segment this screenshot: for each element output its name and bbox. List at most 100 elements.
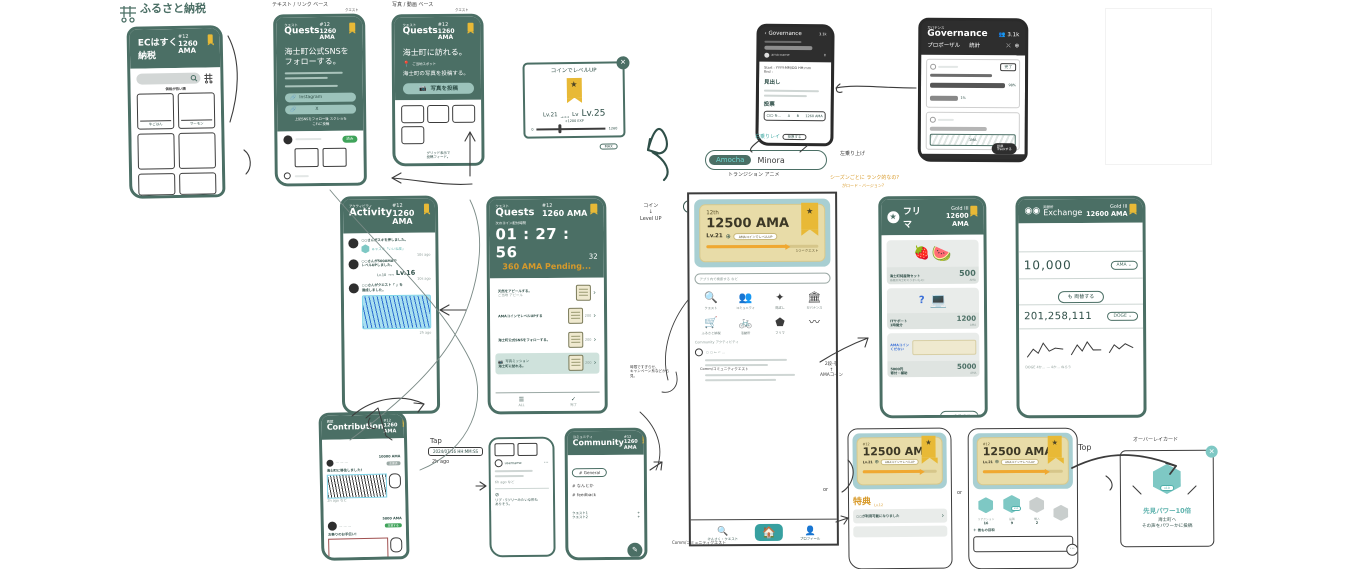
photo-thumb[interactable] [401, 125, 425, 144]
modal-slider[interactable] [536, 124, 606, 134]
screenshot-thumb[interactable] [322, 147, 347, 167]
home-shortcut-flea[interactable]: ⬟ フリマ [764, 316, 797, 335]
home-shortcut-activity[interactable]: 🚲 活動所 [729, 316, 762, 335]
screen-governance-detail[interactable]: ‹ Governance 3.1k ama-name ⬆ Start : YYY… [755, 23, 835, 147]
like-icon[interactable] [388, 473, 402, 489]
photo-thumb[interactable] [426, 104, 450, 123]
plus-circle-icon[interactable]: ⊕ [725, 233, 731, 241]
screen-ec[interactable]: ECはすく納税 #12 1260 AMA 価格が低い順 牛ごはん サーモ [126, 25, 226, 199]
contribution-post[interactable]: 10000 AMA 支援済 — — — 海士町に移住しました! 2h ago な… [326, 454, 402, 503]
exchange-from-token[interactable]: AMA ⌄ [1110, 260, 1138, 270]
quest-photo-cta[interactable]: 📷 写真を投稿 [402, 82, 475, 94]
activity-item[interactable]: ○○さんがスキを押しました。 ゅゃスキ「いいね度」 10s ago [348, 238, 430, 258]
screen-exchange[interactable]: ◉◉ 両替所 Exchange Gold III 12600 AMA 10,00… [1015, 195, 1147, 419]
exchange-swap-button[interactable]: も 両替する [1057, 290, 1105, 304]
screen-flea-market[interactable]: ★ フリマ Gold III 12600 AMA 🍓 🍉 海士町特産物セット 島 [878, 195, 988, 419]
home-search-input[interactable]: アプリ内で検索する など [694, 272, 831, 285]
gov-proposal-card[interactable]: 完了 98% 1% [925, 58, 1021, 109]
home-level-card[interactable]: ★ 12th 12500 AMA Lv.21 ⊕ AMAコインでレベルUP 1つ… [699, 202, 826, 263]
contribution-tag[interactable]: 支援する [384, 523, 402, 528]
screenshot-thumb[interactable] [294, 147, 319, 167]
nav-home[interactable]: 🏠 [755, 523, 783, 542]
screen-quest-sns[interactable]: クエスト Quests #12 1260 AMA 海士町公式SNSを フォローす… [273, 13, 367, 187]
ec-product-tile[interactable] [178, 132, 216, 170]
radio-icon[interactable] [283, 172, 291, 180]
badge-stat[interactable] [1053, 505, 1068, 525]
screen-governance-list[interactable]: ガバナンス Governance 👥 3.1k プロポーザル 統計 ⤬ ⊕ [917, 17, 1029, 163]
ec-product-tile[interactable] [179, 172, 217, 196]
home-shortcut-wave[interactable]: 〰 [798, 316, 831, 335]
quest-row[interactable]: 📷 写真ミッション 海士町に訪れる。 200 › [495, 352, 600, 375]
gov-submit-button[interactable]: 投票する [782, 133, 807, 140]
card-b-level-pill[interactable]: AMAコインでレベルUP [1001, 459, 1039, 466]
quest-sns-button-instagram[interactable]: 🔗 Instagram [284, 93, 357, 103]
more-icon[interactable]: ⋯ [543, 459, 549, 466]
modal-levelup[interactable]: ✕ コインでレベルUP ★ Lv.21 →→→ Lv Lv.25 +1200 E… [522, 56, 630, 150]
nav-profile[interactable]: 👤 プロフィール [800, 527, 820, 541]
home-shortcut-community[interactable]: 👥 コミュニティ [729, 291, 762, 310]
community-fab[interactable]: ✎ [627, 542, 643, 558]
contribution-post[interactable]: 5000 AMA 支援する — — — お祭りのお手伝い! 2h ago など [327, 504, 403, 561]
shuffle-icon[interactable]: ⤬ [1006, 43, 1011, 50]
card-a-level-pill[interactable]: AMAコインでレベルUP [880, 459, 919, 466]
plus-circle-icon[interactable]: ⊕ [1014, 43, 1020, 50]
screen-contribution[interactable]: 貢献 Contribution #12 1260 AMA 10000 AMA 支… [318, 411, 410, 561]
screen-quests-timer[interactable]: クエスト Quests #12 1260 AMA 次のコイン配付時間 01 : … [486, 195, 608, 415]
exchange-to-token[interactable]: DOGE ⌄ [1107, 311, 1139, 321]
quest-row[interactable]: 天然をアピールする。 ご当地 アピール › [494, 282, 599, 304]
modal-max-button[interactable]: MAX [599, 143, 618, 150]
quest-row[interactable]: 海士町公式SNSをフォローする。 200 › [495, 329, 600, 351]
upload-icon[interactable]: ⬆ [823, 53, 827, 58]
quest-row[interactable]: AMAコインでレベルUPする 200 › [495, 305, 600, 328]
screen-thread[interactable]: username ⋯ 6h ago など ⊘ リプ・5ツリーみたいな形も ありそ… [488, 436, 556, 558]
card-a-row[interactable]: ○○が利用可能になりました › [853, 508, 948, 524]
card-variant-a[interactable]: ★ #12 12500 AMA Lv.21 ⊕ AMAコインでレベルUP 特典 … [847, 427, 953, 569]
back-chevron-icon[interactable]: ‹ [764, 31, 767, 38]
community-channel-general[interactable]: # General [571, 467, 608, 478]
badge-stat[interactable]: x10 投稿 9 [1003, 495, 1022, 525]
screen-community[interactable]: コミュニティ Community #12 1260 AMA # General … [564, 427, 648, 561]
card-a-row[interactable] [853, 525, 948, 538]
more-icon[interactable]: ⋯ [1066, 543, 1079, 556]
flea-item[interactable]: AMAコイン くだない 5000円 寄付・補助 5000 AMA [887, 332, 980, 378]
gov-tab-proposal[interactable]: プロポーザル [927, 42, 961, 50]
badge-stat[interactable]: 購入 2 [1029, 497, 1044, 525]
flea-item[interactable]: 🍓 🍉 海士町特産物セット 島根県海士町のうまいもの! 500 AMA [886, 239, 979, 285]
home-level-card-wrap[interactable]: ★ 12th 12500 AMA Lv.21 ⊕ AMAコインでレベルUP 1つ… [694, 198, 831, 268]
ec-product-tile[interactable] [137, 133, 175, 170]
home-shortcut-furusato[interactable]: 🛒 ふるさと納税 [695, 316, 728, 335]
ec-product-tile[interactable]: サーモン [177, 92, 216, 130]
overlay-card[interactable]: ✕ x10 先見パワー10倍 海士町へ その声をパワーかに投稿 [1119, 445, 1218, 548]
flea-item[interactable]: ? 💻 ITサポート 1時間分 1200 AMA [886, 287, 980, 330]
contribution-image[interactable] [326, 473, 388, 499]
exchange-from-row[interactable]: 10,000 AMA ⌄ [1018, 251, 1143, 280]
activity-item[interactable]: ○○さんがクエスト「 」を 達成しました。 2h ago [348, 283, 432, 335]
photo-thumb[interactable] [452, 104, 476, 123]
card-b-panel[interactable]: ⋯ [973, 535, 1079, 556]
plus-circle-icon[interactable]: ⊕ [874, 459, 880, 466]
ec-cart-icon[interactable] [203, 72, 214, 84]
quest-sns-button-x[interactable]: 🔗 X [285, 105, 357, 115]
photo-thumb[interactable] [401, 104, 424, 123]
activity-item-image[interactable] [361, 294, 432, 329]
home-shortcut-quest[interactable]: 🔍 クエスト [695, 291, 728, 310]
screen-quest-photo[interactable]: クエスト Quests #12 1260 AMA 海士町に訪れる。 📍 ご当地ス… [391, 13, 485, 167]
contribution-image[interactable] [328, 537, 389, 561]
home-level-pill[interactable]: AMAコインでレベルUP [733, 233, 778, 241]
card-variant-b[interactable]: ★ #12 12500 AMA Lv.21 ⊕ AMAコインでレベルUP リアク… [967, 427, 1079, 569]
ec-search-input[interactable] [136, 72, 201, 85]
community-channel[interactable]: # なんとか [571, 483, 594, 489]
quests-tab-all[interactable]: ☰ ALL [518, 396, 524, 407]
community-channel[interactable]: # feedback [571, 492, 597, 498]
like-icon[interactable] [390, 537, 403, 553]
ec-product-tile[interactable] [138, 173, 176, 196]
screen-activity[interactable]: アクティビティ Activity #12 1260 AMA ○○さんがスキを押し… [339, 195, 441, 415]
gov-vote-options[interactable]: 〇〇 を… A B 1260 AMA [763, 110, 826, 122]
home-shortcut-governance[interactable]: 🏛 ガバナンス [798, 291, 831, 310]
activity-item[interactable]: ○○さんが500AMAで レベルUPしました。 Lv.10 →→ Lv.16 1… [348, 259, 431, 282]
home-shortcut-mitameshi[interactable]: ✦ 見試し [764, 291, 797, 310]
exchange-to-row[interactable]: 201,258,111 DOGE ⌄ [1018, 303, 1144, 330]
gov-tab-stats[interactable]: 統計 [969, 43, 981, 50]
ec-product-tile[interactable]: 牛ごはん [136, 93, 175, 130]
badge-stat[interactable]: リアクション 16 [978, 497, 995, 525]
